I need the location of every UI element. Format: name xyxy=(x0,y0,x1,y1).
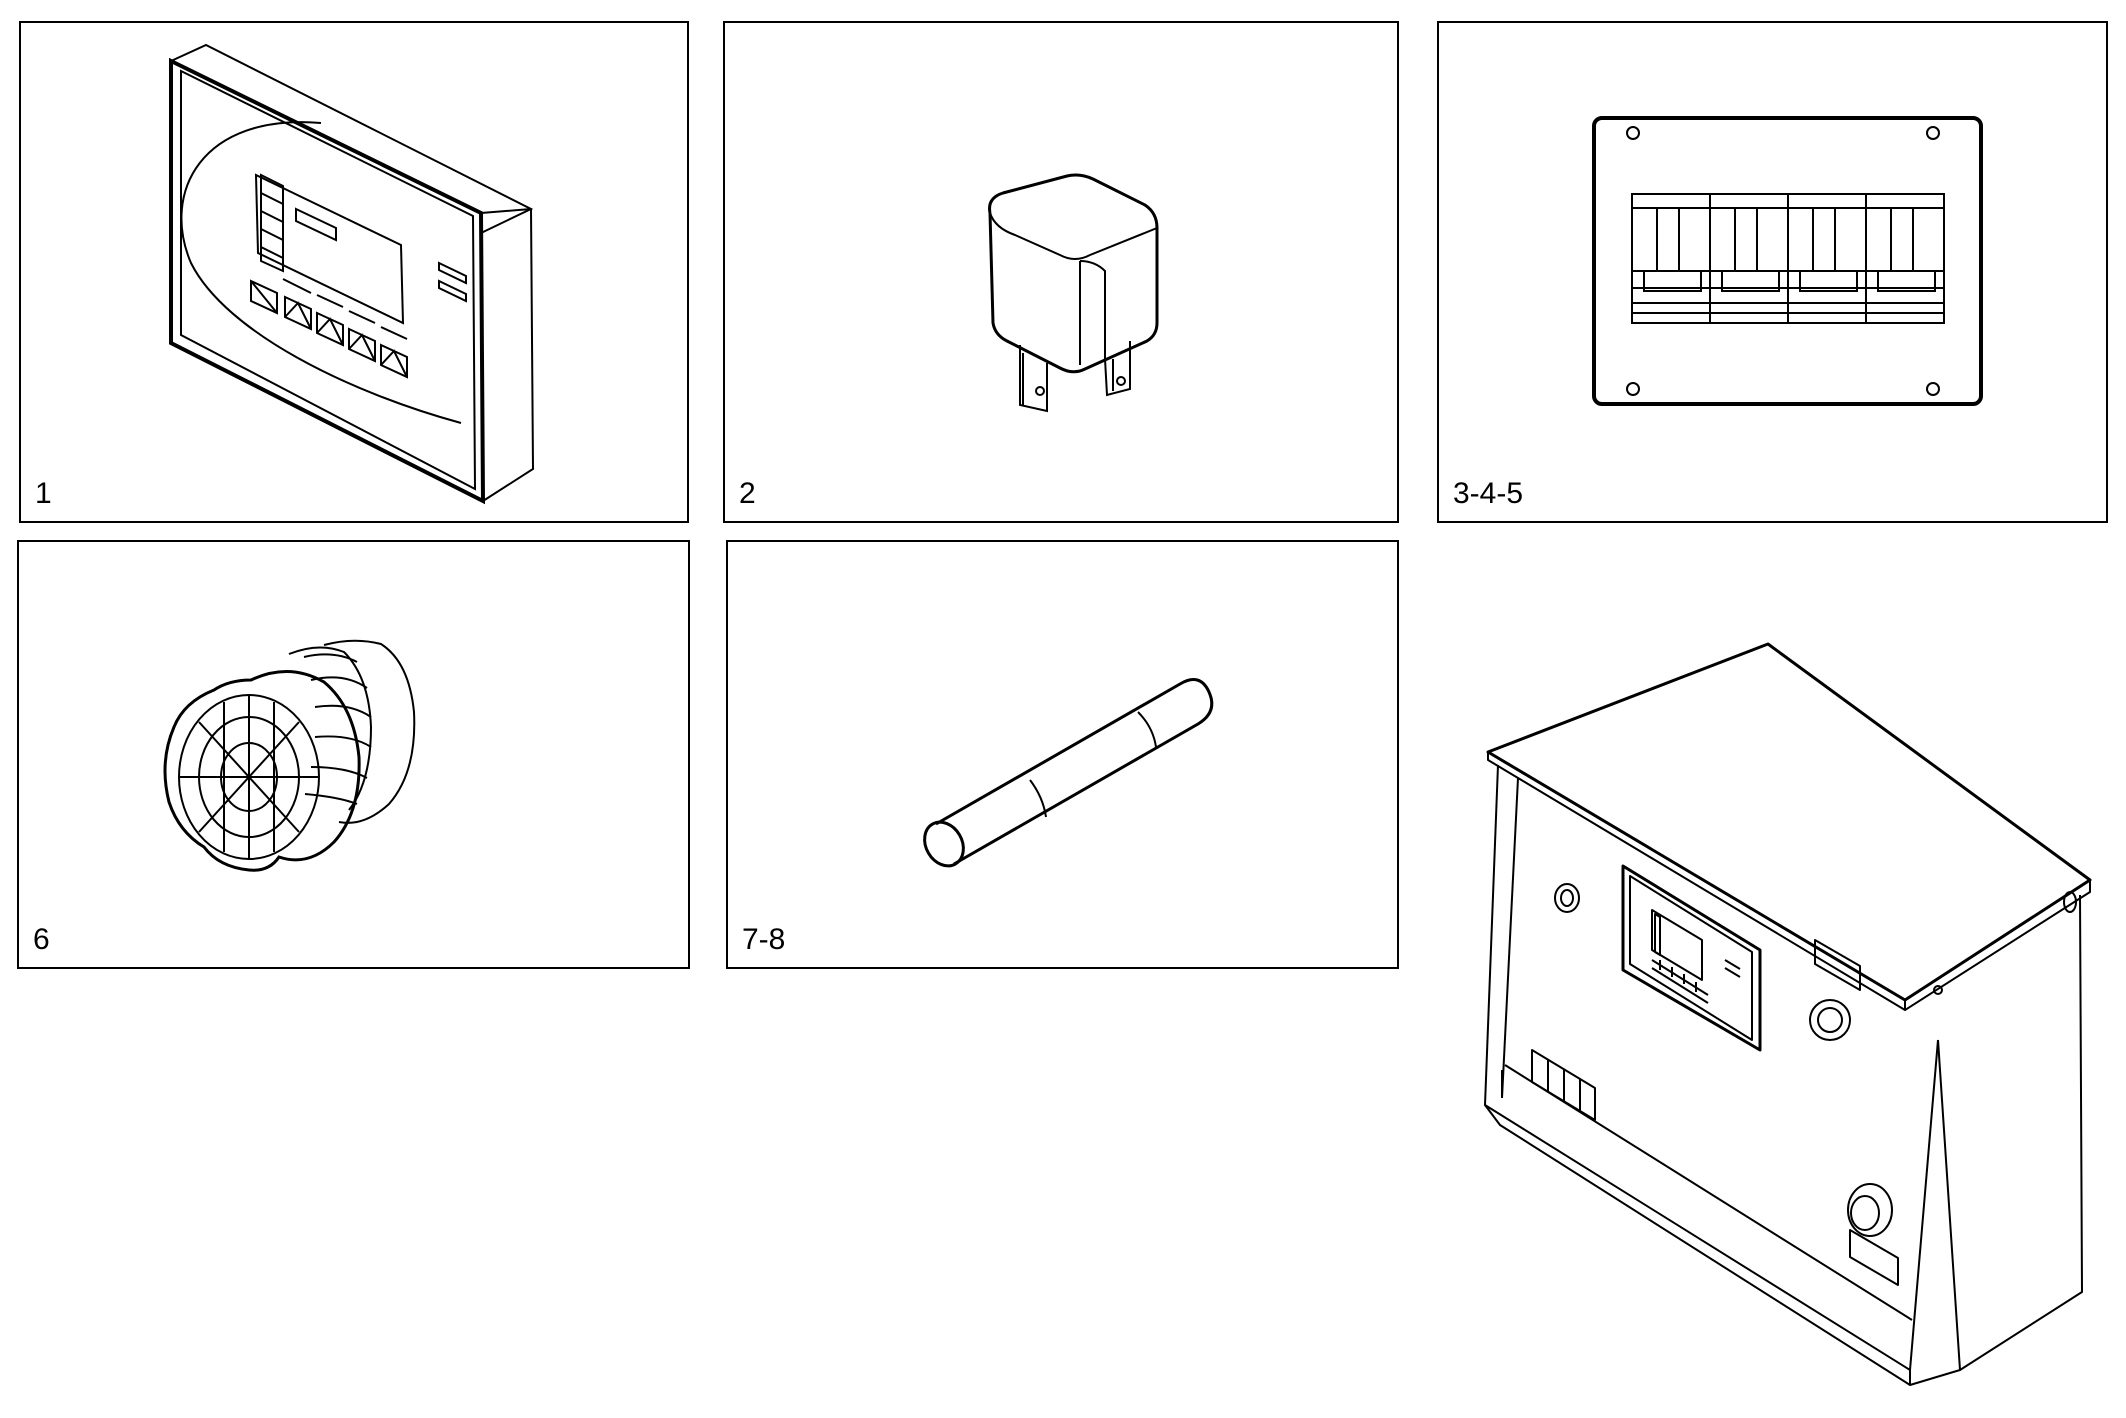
panel-7-8-label: 7-8 xyxy=(742,923,786,956)
panel-7-8-fuse: 7-8 xyxy=(726,540,1399,969)
buzzer-drawing xyxy=(19,542,692,971)
control-module-drawing xyxy=(21,23,691,525)
panel-1-control-module: 1 xyxy=(19,21,689,523)
panel-3-4-5-label: 3-4-5 xyxy=(1453,477,1524,510)
panel-6-label: 6 xyxy=(33,923,50,956)
breaker-block-drawing xyxy=(1439,23,2110,525)
fuse-drawing xyxy=(728,542,1401,971)
control-box-assembly xyxy=(1440,630,2100,1390)
panel-2-label: 2 xyxy=(739,477,756,510)
panel-6-buzzer: 6 xyxy=(17,540,690,969)
panel-2-relay: 2 xyxy=(723,21,1399,523)
control-box-drawing xyxy=(1440,630,2100,1390)
panel-1-label: 1 xyxy=(35,477,52,510)
panel-3-4-5-breaker-block: 3-4-5 xyxy=(1437,21,2108,523)
relay-drawing xyxy=(725,23,1401,525)
